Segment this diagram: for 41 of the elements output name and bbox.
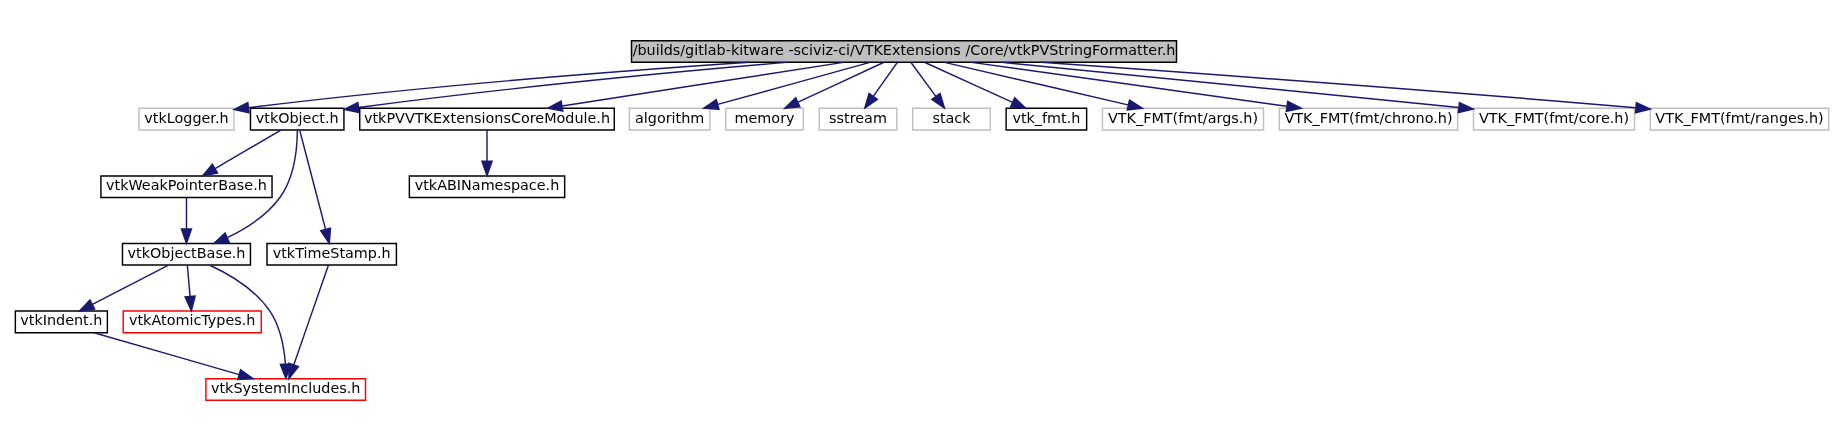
node-box: vtkTimeStamp.h [266,242,398,266]
node-box: memory [725,107,805,131]
node-box: vtkAtomicTypes.h [122,309,262,333]
arrow [93,331,256,380]
arrow [77,264,169,312]
node-box: VTK_FMT(fmt/core.h) [1472,107,1636,131]
arrow [1000,61,1476,114]
node-box: vtkLogger.h [138,107,235,131]
arrow [342,61,788,113]
arrow [232,61,750,114]
arrow [298,128,332,246]
node-box: vtkABINamespace.h [408,174,566,198]
arrow [924,61,1028,109]
node-box: /builds/gitlab-kitware -sciviz-ci/VTKExtensions /Core/vtkPVStringFormatter.h [630,39,1178,63]
arrow [1040,61,1653,114]
node-box: stack [911,107,991,131]
arrow [943,61,1145,111]
node-box: VTK_FMT(fmt/chrono.h) [1278,107,1459,131]
arrow [288,264,330,381]
node-box: vtkObject.h [249,107,345,131]
arrow [200,128,282,177]
node-box: VTK_FMT(fmt/ranges.h) [1649,107,1830,131]
node-box: sstream [818,107,898,131]
node-box: vtk_fmt.h [1005,107,1088,131]
arrow [701,61,871,110]
node-box: VTK_FMT(fmt/args.h) [1101,107,1265,131]
arrow [910,61,946,110]
node-box: vtkSystemIncludes.h [205,377,367,401]
node-box: vtkIndent.h [14,309,109,333]
arrow [184,264,197,313]
node-box: vtkWeakPointerBase.h [100,174,273,198]
node-box: vtkPVVTKExtensionsCoreModule.h [359,107,615,131]
arrow [970,61,1304,112]
node-box: vtkObjectBase.h [121,242,252,266]
arrow [480,128,494,178]
arrow [180,196,193,245]
arrow [545,61,845,112]
arrow [212,128,299,244]
arrow [863,61,898,110]
arrow [782,61,885,109]
node-box: algorithm [628,107,711,131]
